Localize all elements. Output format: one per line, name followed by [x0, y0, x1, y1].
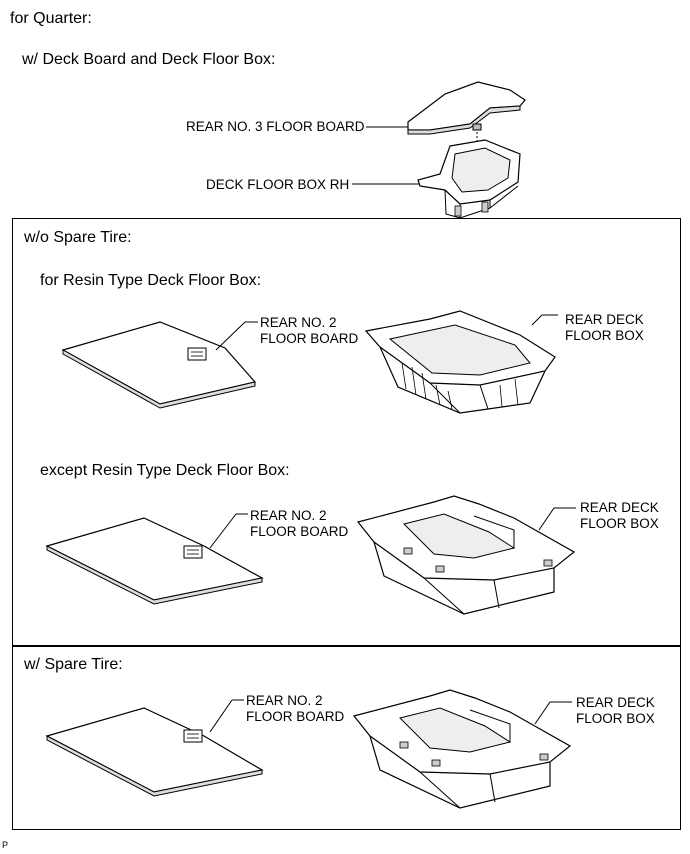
- rear-deck-floor-box-illustration-resin: [364, 310, 558, 414]
- label-rear-deck-floor-box-resin-line2: FLOOR BOX: [565, 328, 644, 343]
- label-rear-deck-floor-box-spare-line2: FLOOR BOX: [576, 711, 655, 726]
- leader-line: [215, 321, 246, 351]
- subheading-except-resin-type: except Resin Type Deck Floor Box:: [40, 462, 290, 479]
- label-rear-deck-floor-box-non-resin-line1: REAR DECK: [580, 500, 659, 515]
- deck-floor-box-rh-illustration: [352, 81, 526, 219]
- section-heading-with-spare: w/ Spare Tire:: [24, 656, 123, 673]
- label-rear-no3-floor-board: REAR NO. 3 FLOOR BOARD: [186, 119, 365, 134]
- label-rear-deck-floor-box-spare-line1: REAR DECK: [576, 695, 655, 710]
- label-rear-no2-floor-board-non-resin-line2: FLOOR BOARD: [250, 524, 349, 539]
- label-rear-no2-floor-board-spare-line1: REAR NO. 2: [246, 693, 323, 708]
- panel-with-spare-tire: [12, 646, 681, 830]
- footer-mark: P: [2, 840, 9, 850]
- label-rear-no2-floor-board-resin-line2: FLOOR BOARD: [260, 331, 359, 346]
- label-rear-deck-floor-box-non-resin-line2: FLOOR BOX: [580, 516, 659, 531]
- panel-without-spare-tire: [12, 218, 681, 646]
- label-deck-floor-box-rh: DECK FLOOR BOX RH: [206, 177, 350, 192]
- floor-board-shape: [407, 81, 526, 131]
- leader-line: [531, 314, 558, 326]
- section-heading-deck-board: w/ Deck Board and Deck Floor Box:: [22, 51, 276, 68]
- rear-deck-floor-box-illustration-spare: [352, 689, 572, 809]
- label-rear-no2-floor-board-non-resin-line1: REAR NO. 2: [250, 508, 327, 523]
- rear-deck-floor-box-illustration-non-resin: [356, 495, 576, 615]
- subheading-resin-type: for Resin Type Deck Floor Box:: [40, 272, 262, 289]
- label-rear-deck-floor-box-resin-line1: REAR DECK: [565, 312, 644, 327]
- clip-part: [472, 123, 482, 131]
- page-title: for Quarter:: [10, 10, 92, 27]
- label-rear-no2-floor-board-resin-line1: REAR NO. 2: [260, 315, 337, 330]
- rear-no2-floor-board-illustration-resin: [61, 321, 258, 409]
- rear-no2-floor-board-illustration-non-resin: [45, 513, 264, 605]
- rear-no2-floor-board-illustration-spare: [45, 699, 264, 797]
- section-heading-without-spare: w/o Spare Tire:: [24, 229, 132, 246]
- label-rear-no2-floor-board-spare-line2: FLOOR BOARD: [246, 709, 345, 724]
- handle-part: [187, 347, 207, 361]
